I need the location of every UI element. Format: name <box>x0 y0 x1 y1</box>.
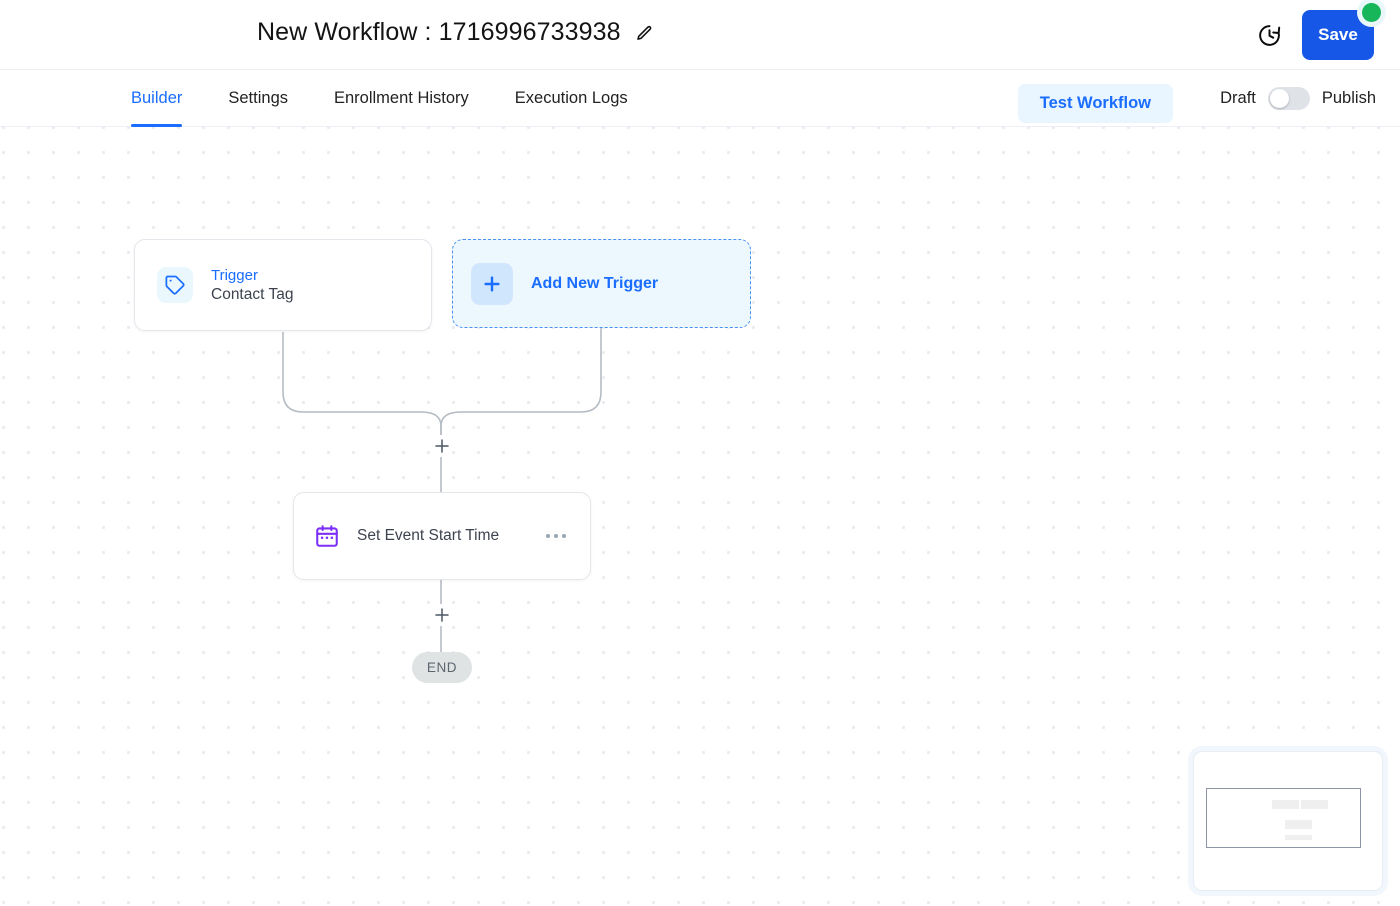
minimap-node <box>1285 820 1312 829</box>
dot <box>561 533 566 539</box>
canvas-minimap[interactable] <box>1193 751 1383 891</box>
minimap-node <box>1285 835 1312 840</box>
tab-bar: Builder Settings Enrollment History Exec… <box>0 70 1400 127</box>
publish-toggle-group: Draft Publish <box>1220 70 1376 127</box>
add-new-trigger-node[interactable]: Add New Trigger <box>452 239 751 328</box>
plus-icon <box>471 262 513 305</box>
unsaved-changes-badge <box>1362 3 1381 22</box>
toggle-knob <box>1269 89 1289 108</box>
save-button-wrapper: Save <box>1302 3 1381 60</box>
tab-settings[interactable]: Settings <box>228 89 288 107</box>
workflow-title-group: New Workflow : 1716996733938 <box>257 18 653 47</box>
minimap-node <box>1272 800 1299 809</box>
calendar-icon <box>314 523 340 549</box>
add-new-trigger-content: Add New Trigger <box>453 240 750 327</box>
clock-history-icon[interactable] <box>1254 20 1284 50</box>
dot <box>545 533 550 539</box>
workflow-canvas[interactable]: Trigger Contact Tag Add New Trigger <box>0 127 1400 906</box>
pencil-icon[interactable] <box>635 24 653 42</box>
ellipsis-icon[interactable] <box>540 528 573 545</box>
action-node-set-event-start-time[interactable]: Set Event Start Time <box>293 492 591 580</box>
trigger-node[interactable]: Trigger Contact Tag <box>134 239 432 331</box>
tab-enrollment-history[interactable]: Enrollment History <box>334 89 469 107</box>
tab-builder[interactable]: Builder <box>131 70 183 127</box>
add-step-after-trigger-icon[interactable] <box>431 435 453 457</box>
save-button[interactable]: Save <box>1302 10 1374 60</box>
minimap-viewport[interactable] <box>1206 788 1361 848</box>
top-bar: New Workflow : 1716996733938 Save <box>0 0 1400 70</box>
trigger-node-title: Trigger <box>211 266 258 284</box>
trigger-node-subtitle: Contact Tag <box>211 285 294 303</box>
draft-label: Draft <box>1220 89 1256 107</box>
add-step-after-action-icon[interactable] <box>431 604 453 626</box>
trigger-node-content: Trigger Contact Tag <box>135 240 431 330</box>
publish-toggle-switch[interactable] <box>1267 87 1310 110</box>
publish-label: Publish <box>1321 89 1376 107</box>
end-badge: END <box>412 652 472 683</box>
trigger-node-texts: Trigger Contact Tag <box>211 267 293 304</box>
test-workflow-button[interactable]: Test Workflow <box>1017 84 1173 123</box>
tag-icon <box>157 267 193 303</box>
tab-execution-logs[interactable]: Execution Logs <box>514 89 628 107</box>
connector-edges <box>282 328 602 655</box>
dot <box>553 533 558 539</box>
minimap-node <box>1301 800 1328 809</box>
add-new-trigger-label: Add New Trigger <box>531 274 659 292</box>
page-title: New Workflow : 1716996733938 <box>257 18 621 46</box>
action-node-content: Set Event Start Time <box>294 493 590 579</box>
action-node-label: Set Event Start Time <box>357 527 500 544</box>
tab-list: Builder Settings Enrollment History Exec… <box>131 70 628 127</box>
